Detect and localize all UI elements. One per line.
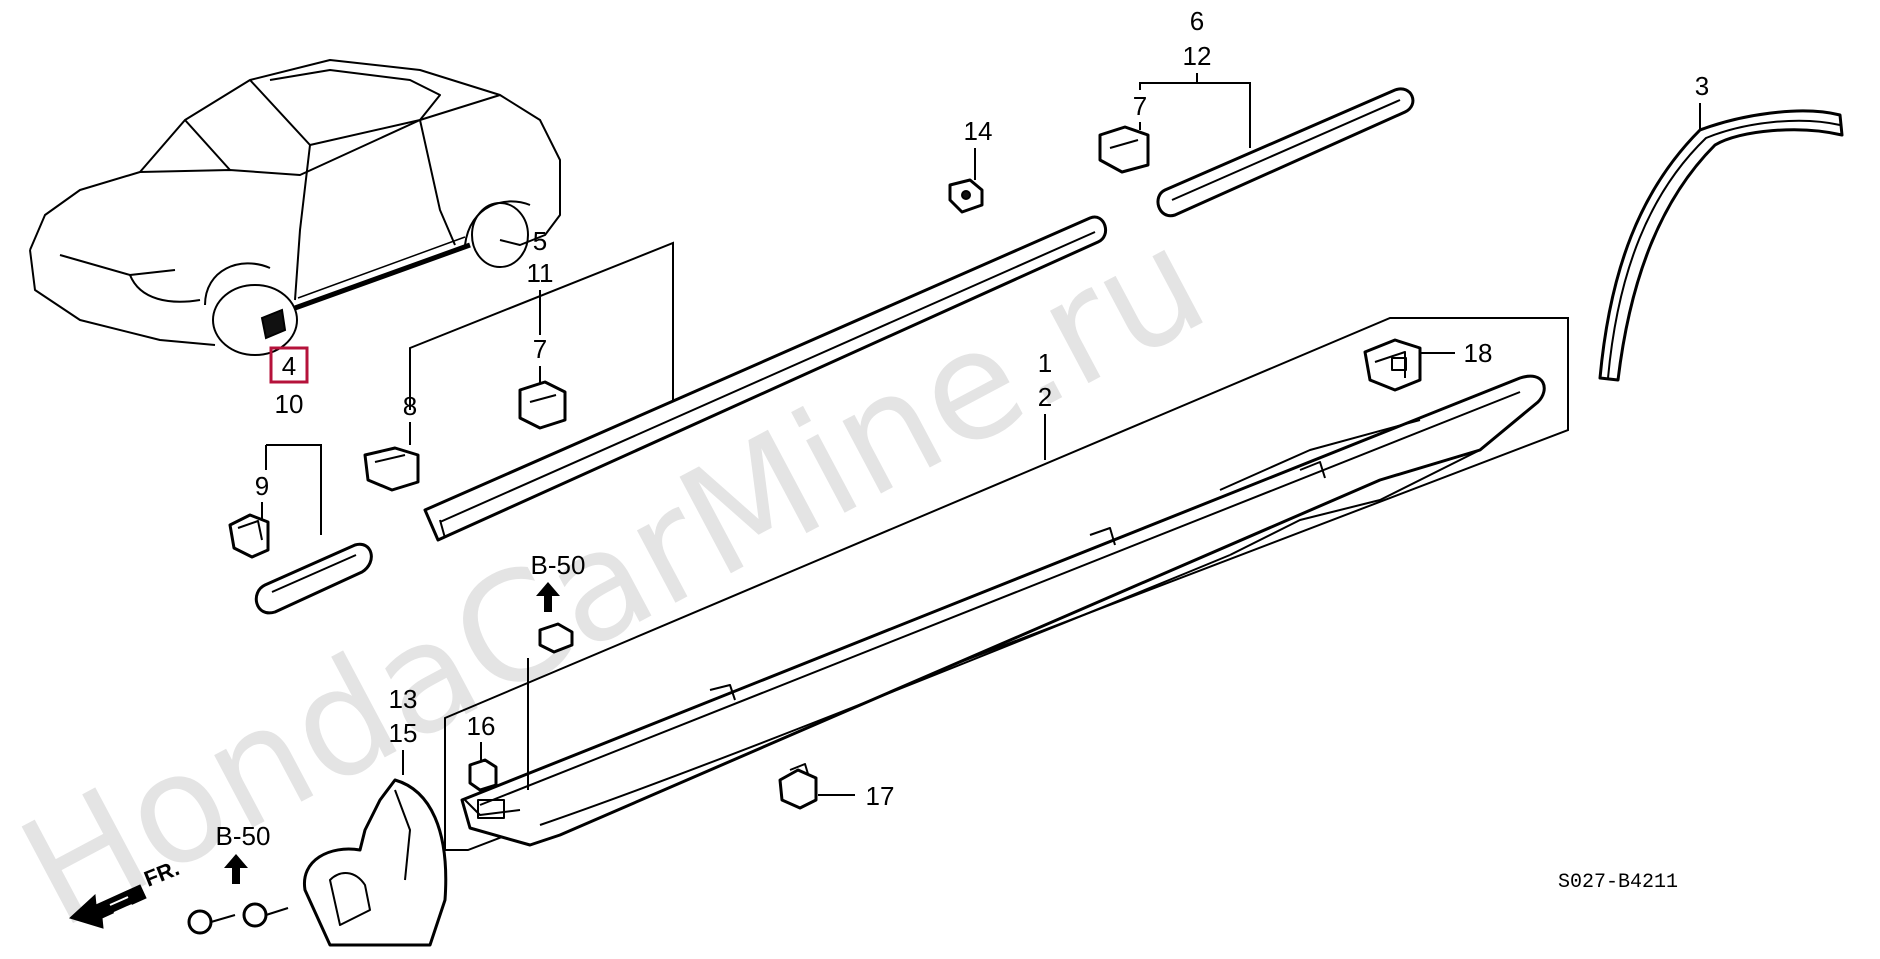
label-3[interactable]: 3 [1695, 71, 1709, 101]
label-10[interactable]: 10 [275, 389, 304, 419]
clip-7-b [1098, 125, 1150, 174]
reference-b50-lower[interactable]: B-50 [216, 821, 271, 884]
side-sill-garnish-1 [460, 374, 1546, 847]
label-7-a[interactable]: 7 [533, 334, 547, 364]
label-7-b[interactable]: 7 [1133, 91, 1147, 121]
label-5[interactable]: 5 [533, 226, 547, 256]
callout-4[interactable]: 4 [269, 346, 309, 384]
label-18[interactable]: 18 [1464, 338, 1493, 368]
label-1[interactable]: 1 [1038, 348, 1052, 378]
ref-label-upper: B-50 [531, 550, 586, 580]
label-9[interactable]: 9 [255, 471, 269, 501]
clip-17 [778, 763, 818, 810]
diagram-code: S027-B4211 [1558, 871, 1678, 894]
front-direction-indicator: FR. [69, 855, 183, 929]
clip-16 [468, 758, 498, 792]
arrow-up-icon [224, 854, 248, 884]
label-11[interactable]: 11 [527, 258, 554, 288]
highlight-box [269, 346, 309, 384]
wheel-arch-3 [1598, 109, 1844, 382]
reference-b50-upper[interactable]: B-50 [531, 550, 586, 612]
car-illustration [29, 59, 561, 356]
screws-mudguard [187, 902, 289, 935]
label-12[interactable]: 12 [1183, 41, 1212, 71]
screw-14 [948, 178, 984, 214]
arrow-up-icon [536, 582, 560, 612]
side-molding-5 [423, 215, 1108, 542]
label-2[interactable]: 2 [1038, 382, 1052, 412]
clip-18 [1363, 338, 1422, 392]
molding-10 [254, 542, 373, 615]
door-molding-6 [1156, 87, 1415, 218]
clip-8 [363, 446, 420, 492]
label-13[interactable]: 13 [389, 684, 418, 714]
clip-7-a [518, 380, 567, 430]
label-8[interactable]: 8 [403, 391, 417, 421]
label-14[interactable]: 14 [964, 116, 993, 146]
label-15[interactable]: 15 [389, 718, 418, 748]
mudguard-13 [303, 778, 448, 947]
clip-b50-upper [538, 622, 574, 654]
clip-9 [228, 513, 270, 559]
ref-label-lower: B-50 [216, 821, 271, 851]
label-16[interactable]: 16 [467, 711, 496, 741]
label-4: 4 [282, 351, 296, 381]
arrow-left-icon [69, 884, 147, 929]
label-6[interactable]: 6 [1190, 6, 1204, 36]
label-17[interactable]: 17 [866, 781, 895, 811]
